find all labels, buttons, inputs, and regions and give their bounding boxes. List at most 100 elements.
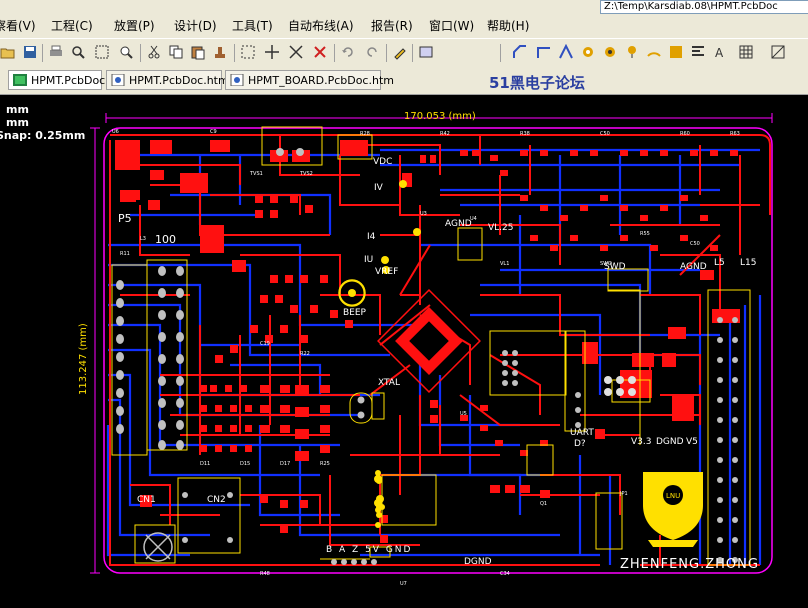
svg-text:U6: U6 [112, 129, 119, 135]
clear-icon[interactable] [312, 44, 328, 60]
net-label-iu: IU [364, 255, 374, 265]
deselect-icon[interactable] [288, 44, 304, 60]
net-label-cn1: CN1 [137, 495, 156, 505]
main-toolbar: A [0, 38, 808, 68]
document-path-field[interactable]: Z:\Temp\Karsdiab.08\HPMT.PcbDoc [600, 0, 808, 14]
svg-text:R55: R55 [640, 231, 650, 237]
svg-text:C19: C19 [260, 341, 270, 347]
x-units-readout: mm [6, 103, 29, 116]
header-pin-labels: B A Z 5V GND [326, 545, 413, 555]
copy-icon[interactable] [168, 44, 184, 60]
svg-text:U5: U5 [460, 411, 467, 417]
html-document-icon [230, 74, 244, 86]
menu-help[interactable]: 帮助(H) [487, 19, 530, 33]
svg-text:R60: R60 [680, 131, 690, 137]
top-layer-pads [115, 140, 740, 439]
net-label-beep: BEEP [343, 308, 366, 318]
via-icon[interactable] [580, 44, 596, 60]
grid-icon[interactable] [738, 44, 754, 60]
net-label-dgnd-right: DGND [656, 437, 684, 447]
html-document-icon [111, 74, 125, 86]
zoom-select-icon[interactable] [118, 44, 134, 60]
route-multi-icon[interactable] [558, 44, 574, 60]
zoom-area-icon[interactable] [94, 44, 110, 60]
tab-hpmt-pcbdoc[interactable]: HPMT.PcbDoc [8, 70, 105, 90]
snap-readout: Snap: 0.25mm [0, 129, 86, 142]
svg-text:D11: D11 [200, 461, 210, 467]
component-icon[interactable] [624, 44, 640, 60]
uart-pins [604, 376, 636, 396]
arc-icon[interactable] [646, 44, 662, 60]
document-tab-bar: HPMT.PcbDoc HPMT.PcbDoc.htm HPMT_BOARD.P… [0, 68, 808, 95]
svg-text:U7: U7 [400, 581, 407, 587]
y-units-readout: mm [6, 116, 29, 129]
university-logo: LNU [643, 472, 703, 547]
author-signature: ZHENFENG.ZHONG [620, 557, 759, 572]
menu-design[interactable]: 设计(D) [174, 19, 217, 33]
pad-icon[interactable] [602, 44, 618, 60]
menu-reports[interactable]: 报告(R) [371, 19, 413, 33]
paste-icon[interactable] [190, 44, 206, 60]
zoom-icon[interactable] [70, 44, 86, 60]
board-outline [103, 127, 773, 574]
open-icon[interactable] [0, 44, 16, 60]
net-label-xtal: XTAL [378, 378, 400, 388]
svg-text:VL1: VL1 [500, 261, 509, 267]
undo-icon[interactable] [340, 44, 356, 60]
redo-icon[interactable] [364, 44, 380, 60]
svg-text:TVS1: TVS1 [249, 171, 263, 177]
print-icon[interactable] [48, 44, 64, 60]
svg-text:A: A [715, 46, 724, 60]
dimension-lines [90, 113, 773, 574]
net-label-100: 100 [155, 233, 176, 246]
menu-place[interactable]: 放置(P) [114, 19, 155, 33]
fill-icon[interactable] [668, 44, 684, 60]
hatch-icon[interactable] [770, 44, 786, 60]
net-label-vref: VREF [375, 267, 399, 277]
pcb-canvas[interactable]: mm mm Snap: 0.25mm [0, 95, 808, 608]
svg-text:R48: R48 [260, 571, 270, 577]
menu-autoroute[interactable]: 自动布线(A) [288, 19, 354, 33]
board-height-dimension: 113.247 (mm) [78, 323, 89, 395]
highlight-icon[interactable] [392, 44, 408, 60]
connector-pins [116, 148, 738, 565]
svg-text:C34: C34 [500, 571, 510, 577]
svg-text:R22: R22 [300, 351, 310, 357]
net-label-v33: V3.3 [631, 437, 652, 447]
align-icon[interactable] [690, 44, 706, 60]
route-diff-icon[interactable] [536, 44, 552, 60]
menu-project[interactable]: 工程(C) [51, 19, 93, 33]
crystal [349, 392, 373, 424]
move-icon[interactable] [264, 44, 280, 60]
menu-window[interactable]: 窗口(W) [429, 19, 475, 33]
svg-text:R25: R25 [320, 461, 330, 467]
smd-pads [128, 150, 738, 543]
svg-text:C9: C9 [210, 129, 217, 135]
rubber-stamp-icon[interactable] [212, 44, 228, 60]
net-label-v125: VL.25 [488, 223, 514, 233]
svg-text:C50: C50 [600, 131, 610, 137]
menu-view[interactable]: 察看(V) [0, 19, 36, 33]
net-label-agnd-top: AGND [445, 219, 472, 229]
tab-hpmt-pcbdoc-htm[interactable]: HPMT.PcbDoc.htm [106, 70, 229, 90]
menu-tools[interactable]: 工具(T) [232, 19, 273, 33]
forum-watermark: 51黑电子论坛 [489, 74, 585, 92]
svg-text:C50: C50 [690, 241, 700, 247]
select-icon[interactable] [240, 44, 256, 60]
board-width-dimension: 170.053 (mm) [404, 111, 476, 122]
net-label-iv: IV [374, 183, 383, 193]
tab-label: HPMT_BOARD.PcbDoc.htm [248, 74, 394, 87]
tab-label: HPMT.PcbDoc.htm [129, 74, 229, 87]
library-icon[interactable] [418, 44, 434, 60]
save-icon[interactable] [22, 44, 38, 60]
svg-text:U4: U4 [470, 216, 477, 222]
text-icon[interactable]: A [712, 44, 728, 60]
cut-icon[interactable] [146, 44, 162, 60]
net-label-i4: I4 [367, 232, 376, 242]
route-icon[interactable] [512, 44, 528, 60]
tab-hpmt-board-pcbdoc-htm[interactable]: HPMT_BOARD.PcbDoc.htm [225, 70, 394, 90]
svg-text:D17: D17 [280, 461, 290, 467]
silkscreen-overlay [111, 126, 751, 566]
